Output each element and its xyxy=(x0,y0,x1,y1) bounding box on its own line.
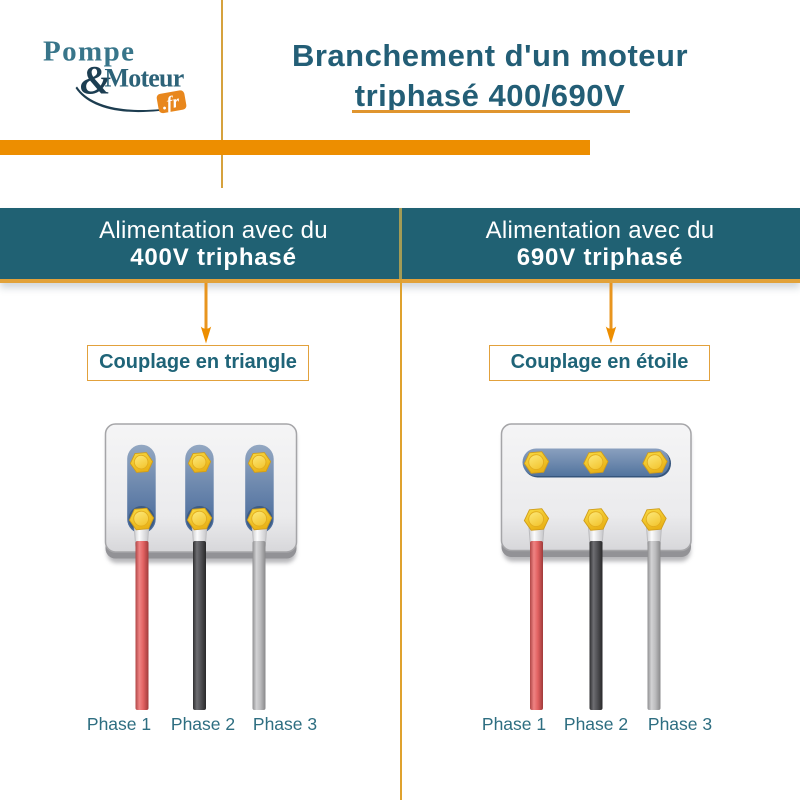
svg-text:Moteur: Moteur xyxy=(105,64,184,93)
svg-text:Pompe: Pompe xyxy=(43,36,135,68)
svg-text:.fr: .fr xyxy=(160,91,180,114)
svg-text:&: & xyxy=(80,58,111,103)
